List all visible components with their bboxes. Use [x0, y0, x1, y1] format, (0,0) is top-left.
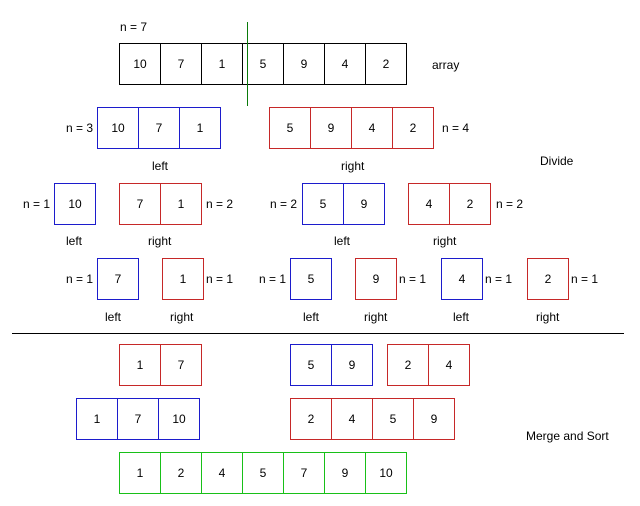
array-l3-c: 5 [290, 258, 332, 300]
top-n-label: n = 7 [120, 20, 148, 34]
array-l3-a: 7 [97, 258, 139, 300]
array-cell: 7 [283, 452, 325, 494]
right-label: right [341, 159, 365, 173]
array-cell: 2 [160, 452, 202, 494]
left-label: left [303, 310, 320, 324]
right-label: right [148, 234, 172, 248]
array-cell: 10 [158, 398, 200, 440]
n-label: n = 2 [270, 197, 298, 211]
array-cell: 2 [365, 43, 407, 85]
array-cell: 1 [162, 258, 204, 300]
array-cell: 7 [119, 183, 161, 225]
divider-line [12, 333, 624, 334]
array-cell: 2 [449, 183, 491, 225]
array-cell: 2 [392, 107, 434, 149]
array-cell: 4 [324, 43, 366, 85]
array-cell: 1 [201, 43, 243, 85]
right-label: right [536, 310, 560, 324]
array-cell: 10 [365, 452, 407, 494]
array-cell: 9 [331, 344, 373, 386]
left-label: left [66, 234, 83, 248]
divide-label: Divide [540, 154, 574, 168]
array-l3-b: 1 [162, 258, 204, 300]
array-cell: 9 [324, 452, 366, 494]
n-label: n = 1 [571, 272, 599, 286]
array-cell: 2 [527, 258, 569, 300]
array-cell: 5 [290, 258, 332, 300]
array-cell: 4 [428, 344, 470, 386]
array-cell: 7 [160, 344, 202, 386]
array-cell: 1 [160, 183, 202, 225]
n-label: n = 1 [485, 272, 513, 286]
array-l3-e: 4 [441, 258, 483, 300]
array-cell: 9 [343, 183, 385, 225]
array-label: array [432, 58, 460, 72]
left-label: left [105, 310, 122, 324]
array-cell: 7 [138, 107, 180, 149]
left-label: left [453, 310, 470, 324]
array-cell: 2 [387, 344, 429, 386]
array-cell: 7 [160, 43, 202, 85]
n-label: n = 1 [259, 272, 287, 286]
array-l3-f: 2 [527, 258, 569, 300]
array-cell: 5 [290, 344, 332, 386]
array-cell: 1 [119, 344, 161, 386]
n-label: n = 1 [399, 272, 427, 286]
array-cell: 5 [372, 398, 414, 440]
left-label: left [152, 159, 169, 173]
merge-sort-label: Merge and Sort [526, 429, 609, 443]
array-cell: 10 [54, 183, 96, 225]
array-cell: 10 [97, 107, 139, 149]
n-label: n = 1 [66, 272, 94, 286]
array-cell: 9 [283, 43, 325, 85]
n-label: n = 1 [206, 272, 234, 286]
right-label: right [364, 310, 388, 324]
split-marker [247, 22, 248, 106]
n-label: n = 3 [66, 121, 94, 135]
array-cell: 5 [269, 107, 311, 149]
array-cell: 4 [331, 398, 373, 440]
n-label: n = 4 [442, 121, 470, 135]
n-label: n = 1 [23, 197, 51, 211]
array-cell: 5 [302, 183, 344, 225]
array-cell: 9 [413, 398, 455, 440]
array-cell: 5 [242, 452, 284, 494]
left-label: left [334, 234, 351, 248]
array-cell: 1 [119, 452, 161, 494]
right-label: right [433, 234, 457, 248]
right-label: right [170, 310, 194, 324]
n-label: n = 2 [206, 197, 234, 211]
array-cell: 10 [119, 43, 161, 85]
array-cell: 4 [201, 452, 243, 494]
array-cell: 4 [408, 183, 450, 225]
n-label: n = 2 [496, 197, 524, 211]
array-cell: 1 [179, 107, 221, 149]
array-cell: 4 [441, 258, 483, 300]
array-cell: 5 [242, 43, 284, 85]
array-l3-d: 9 [355, 258, 397, 300]
array-cell: 4 [351, 107, 393, 149]
array-cell: 7 [117, 398, 159, 440]
array-cell: 7 [97, 258, 139, 300]
array-cell: 9 [310, 107, 352, 149]
array-l2-a: 10 [54, 183, 96, 225]
array-cell: 1 [76, 398, 118, 440]
array-cell: 2 [290, 398, 332, 440]
array-cell: 9 [355, 258, 397, 300]
